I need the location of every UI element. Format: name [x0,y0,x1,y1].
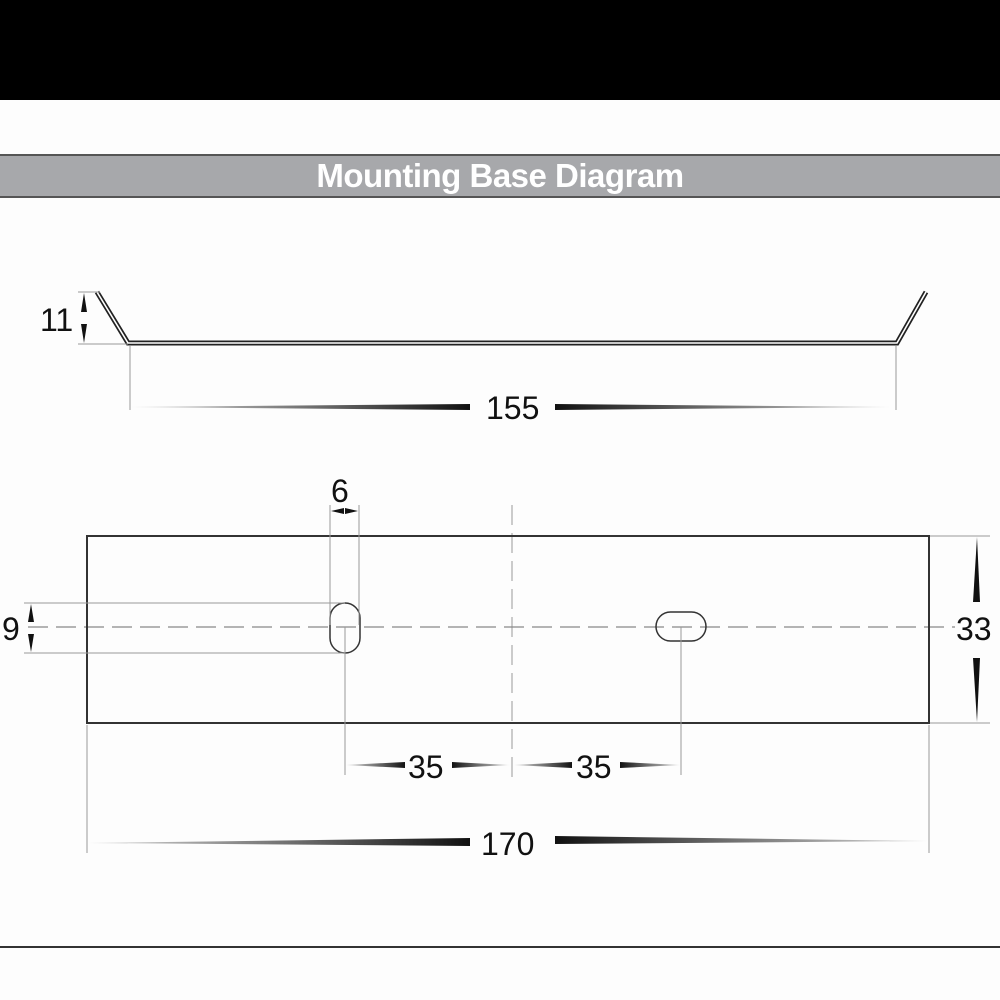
title-band: Mounting Base Diagram [0,154,1000,198]
top-view: 6 9 33 35 35 170 [2,473,992,862]
dim-label-overall-length-170: 170 [481,826,534,862]
side-view: 11 155 [40,290,929,426]
top-black-bar [0,0,1000,100]
dim-arrow-up-icon [81,293,87,312]
base-plate [86,535,930,724]
bottom-divider [0,946,1000,948]
dim-label-slot-height-9: 9 [2,611,20,647]
dim-label-slot-width-6: 6 [331,473,349,509]
dim-label-left-offset-35: 35 [408,749,444,785]
dim-label-right-offset-35: 35 [576,749,612,785]
diagram-title: Mounting Base Diagram [316,157,684,194]
dim-label-length-155: 155 [486,390,539,426]
dim-label-height-11: 11 [40,302,73,338]
dim-arrow-down-icon [81,324,87,343]
dim-label-plate-height-33: 33 [956,611,992,647]
